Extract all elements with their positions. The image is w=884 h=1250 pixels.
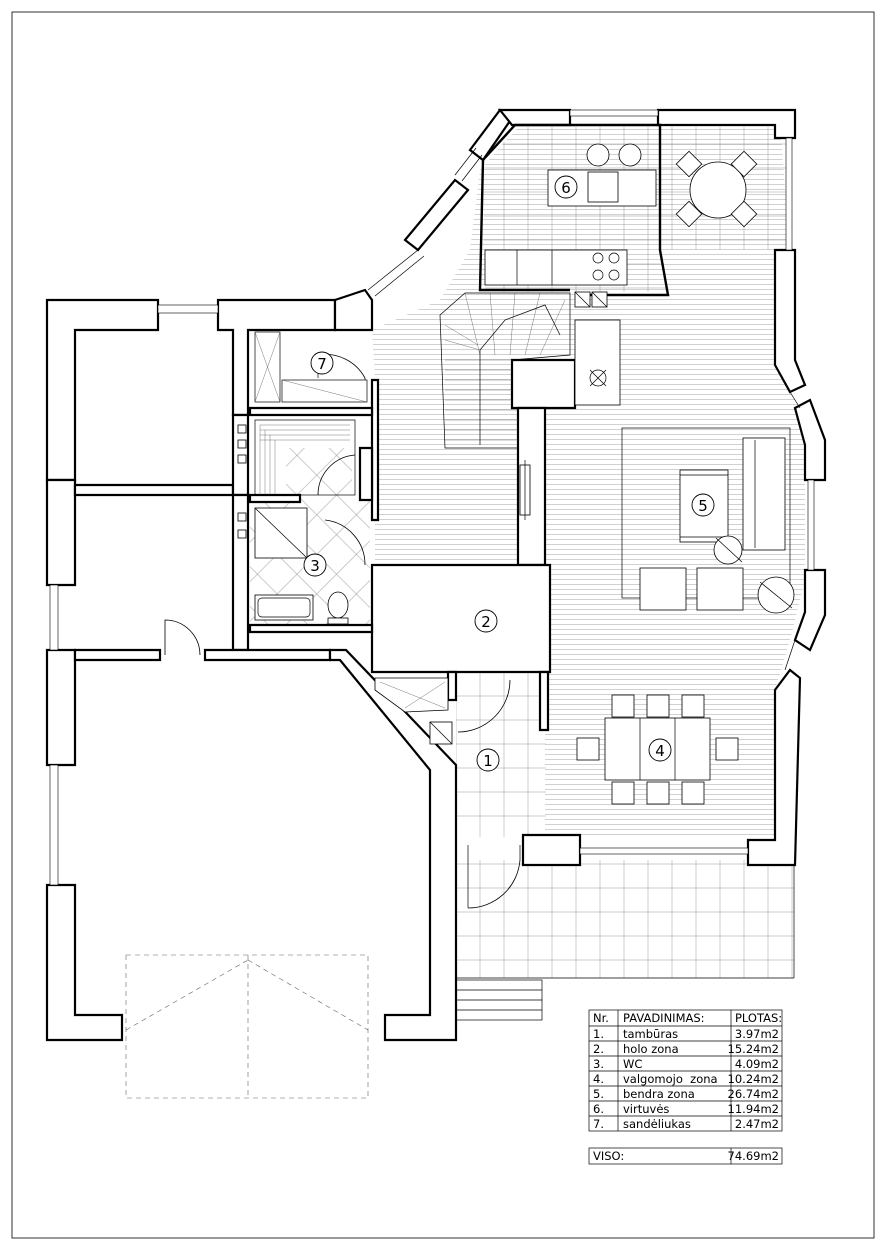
svg-text:sandėliukas: sandėliukas <box>623 1117 691 1131</box>
svg-text:4.: 4. <box>593 1072 604 1086</box>
table-row: 1. tambūras 3.97m2 <box>593 1027 779 1041</box>
room-number-4: 4 <box>648 738 672 762</box>
room-number-5: 5 <box>691 493 715 517</box>
svg-text:15.24m2: 15.24m2 <box>728 1042 779 1056</box>
room-number-2: 2 <box>474 609 498 633</box>
svg-text:1.: 1. <box>593 1027 604 1041</box>
svg-text:6.: 6. <box>593 1102 604 1116</box>
walls <box>45 108 827 1042</box>
svg-text:7.: 7. <box>593 1117 604 1131</box>
svg-text:3.: 3. <box>593 1057 604 1071</box>
room-number-3: 3 <box>303 553 327 577</box>
svg-text:WC: WC <box>623 1057 642 1071</box>
room-number-7: 7 <box>310 351 334 375</box>
storage-room-shelves <box>254 331 368 403</box>
room-number-1: 1 <box>476 748 500 772</box>
table-header-area: PLOTAS: <box>735 1011 782 1025</box>
garage-car-outline <box>125 954 369 1099</box>
staircase <box>439 292 571 449</box>
svg-text:valgomojo zona: valgomojo zona <box>623 1072 718 1086</box>
svg-text:3.97m2: 3.97m2 <box>735 1027 779 1041</box>
svg-text:4: 4 <box>655 742 665 760</box>
svg-text:10.24m2: 10.24m2 <box>728 1072 779 1086</box>
table-row: 7. sandėliukas 2.47m2 <box>593 1117 779 1131</box>
table-header-name: PAVADINIMAS: <box>623 1011 705 1025</box>
windows <box>49 109 815 886</box>
svg-text:1: 1 <box>483 752 493 770</box>
svg-text:2: 2 <box>481 613 491 631</box>
svg-text:6: 6 <box>561 179 571 197</box>
kitchen-fixtures <box>484 143 657 406</box>
sheet-frame <box>11 11 875 1239</box>
doors <box>164 354 521 909</box>
table-header-nr: Nr. <box>593 1011 609 1025</box>
table-total-label: VISO: <box>593 1149 624 1163</box>
svg-text:11.94m2: 11.94m2 <box>728 1102 779 1116</box>
round-table-set <box>675 150 758 228</box>
table-row: 5. bendra zona 26.74m2 <box>593 1087 779 1101</box>
sauna-benches <box>254 419 356 496</box>
floor-finishes <box>250 125 805 978</box>
svg-text:3: 3 <box>310 557 320 575</box>
table-row: 3. WC 4.09m2 <box>593 1057 779 1071</box>
wc-fixtures <box>237 424 349 625</box>
svg-text:holo zona: holo zona <box>623 1042 679 1056</box>
svg-text:5.: 5. <box>593 1087 604 1101</box>
svg-text:virtuvės: virtuvės <box>623 1102 669 1116</box>
svg-text:5: 5 <box>698 497 708 515</box>
svg-text:7: 7 <box>317 355 327 373</box>
svg-text:tambūras: tambūras <box>623 1027 678 1041</box>
entrance-steps <box>455 865 795 1021</box>
svg-text:4.09m2: 4.09m2 <box>735 1057 779 1071</box>
svg-text:26.74m2: 26.74m2 <box>728 1087 779 1101</box>
svg-text:bendra zona: bendra zona <box>623 1087 695 1101</box>
vestibule-closet <box>374 677 453 745</box>
table-row: 4. valgomojo zona 10.24m2 <box>593 1072 779 1086</box>
area-schedule-table: Nr. PAVADINIMAS: PLOTAS: 1. tambūras 3.9… <box>588 1009 783 1165</box>
table-row: 2. holo zona 15.24m2 <box>593 1042 779 1056</box>
table-row: 6. virtuvės 11.94m2 <box>593 1102 779 1116</box>
svg-text:2.: 2. <box>593 1042 604 1056</box>
table-total-value: 74.69m2 <box>728 1149 779 1163</box>
svg-text:2.47m2: 2.47m2 <box>735 1117 779 1131</box>
room-number-6: 6 <box>554 175 578 199</box>
